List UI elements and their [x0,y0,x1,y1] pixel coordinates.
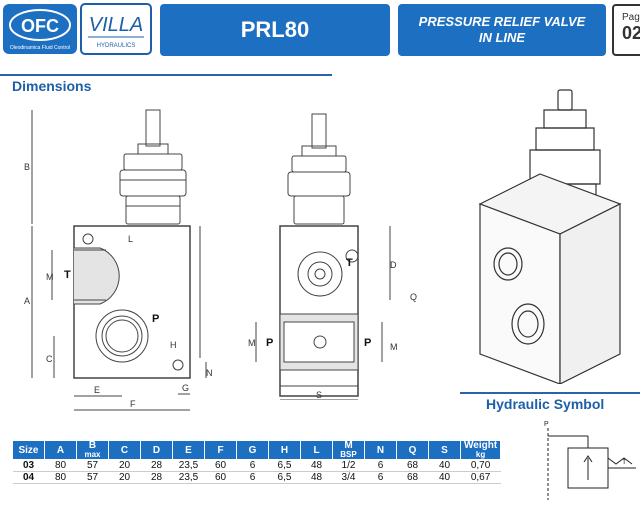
side-port-label-p-left: P [266,337,273,349]
hydraulic-symbol-rule [460,392,640,394]
dim-label-q: Q [410,292,417,302]
table-cell: 3/4 [332,471,365,484]
dimensions-title: Dimensions [12,78,92,94]
dim-label-g: G [182,383,189,393]
table-cell: 20 [108,471,141,484]
table-row: 03 80 57 20 28 23,5 60 6 6,5 48 1/2 6 68… [12,459,501,472]
table-cell: 28 [140,471,173,484]
isometric-view [478,89,622,384]
header: OFC Oleodinamica Fluid Control VILLA HYD… [0,0,640,60]
table-header-e: E [172,440,205,460]
page-label: Pag [622,12,640,23]
table-cell: 6,5 [268,459,301,472]
villa-logo-text: VILLA [89,14,143,36]
table-cell: 40 [428,459,461,472]
page-box: Pag 02 [612,4,640,56]
ofc-logo-sub: Oleodinamica Fluid Control [10,45,70,51]
table-cell: 6 [236,471,269,484]
dim-label-d: D [390,260,397,270]
product-title: PRESSURE RELIEF VALVE IN LINE [398,4,606,56]
table-cell: 57 [76,459,109,472]
table-cell: 60 [204,459,237,472]
table-header-l: L [300,440,333,460]
hydraulic-symbol-title: Hydraulic Symbol [486,396,605,412]
table-cell: 1/2 [332,459,365,472]
villa-logo: VILLA HYDRAULICS [80,3,152,55]
table-cell: 0,67 [460,471,501,484]
hydraulic-symbol: P T [544,421,636,500]
table-header-f: F [204,440,237,460]
dim-label-m-side-left: M [248,338,256,348]
front-view-drawing: B A C M E F G L H N T P [24,109,213,411]
table-cell: 68 [396,471,429,484]
table-row: 04 80 57 20 28 23,5 60 6 6,5 48 3/4 6 68… [12,471,501,484]
villa-logo-sub: HYDRAULICS [97,43,136,49]
table-cell: 40 [428,471,461,484]
dim-label-s: S [316,390,322,400]
table-header-c: C [108,440,141,460]
table-cell: 20 [108,459,141,472]
port-label-t: T [64,269,71,281]
table-header-q: Q [396,440,429,460]
table-cell: 57 [76,471,109,484]
table-cell: 68 [396,459,429,472]
page-number: 02 [622,23,640,43]
dim-label-m-side: M [390,342,398,352]
product-code: PRL80 [160,4,390,56]
table-cell: 80 [44,459,77,472]
dim-label-h: H [170,340,177,350]
table-cell: 6 [364,471,397,484]
table-header-n: N [364,440,397,460]
table-header-g: G [236,440,269,460]
dim-label-m: M [46,272,54,282]
dim-label-a: A [24,296,30,306]
table-cell: 6 [236,459,269,472]
dimensions-rule [0,74,332,76]
product-title-line2: IN LINE [478,30,526,45]
product-title-line1: PRESSURE RELIEF VALVE [418,14,586,29]
table-header-size: Size [12,440,45,460]
table-cell: 23,5 [172,471,205,484]
table-cell: 23,5 [172,459,205,472]
side-view-drawing: M M D Q S T P P [248,113,417,400]
dim-label-b: B [24,162,30,172]
table-header-d: D [140,440,173,460]
side-port-label-t: T [346,257,353,269]
dim-label-c: C [46,354,53,364]
table-cell: 6 [364,459,397,472]
table-cell: 48 [300,471,333,484]
ofc-logo-text: OFC [21,16,59,36]
table-cell: 0,70 [460,459,501,472]
side-port-label-p-right: P [364,337,371,349]
table-cell: 04 [12,471,45,484]
ofc-logo: OFC Oleodinamica Fluid Control [3,4,77,54]
table-cell: 80 [44,471,77,484]
table-header-h: H [268,440,301,460]
table-cell: 28 [140,459,173,472]
table-cell: 6,5 [268,471,301,484]
table-header-s: S [428,440,461,460]
dim-label-l: L [128,234,133,244]
dim-label-e: E [94,385,100,395]
table-cell: 60 [204,471,237,484]
port-label-p: P [152,313,159,325]
dim-label-f: F [130,399,136,409]
table-cell: 03 [12,459,45,472]
dim-label-n: N [206,368,213,378]
table-header-a: A [44,440,77,460]
symbol-port-t: T [622,459,627,466]
symbol-port-p: P [544,421,549,428]
table-cell: 48 [300,459,333,472]
